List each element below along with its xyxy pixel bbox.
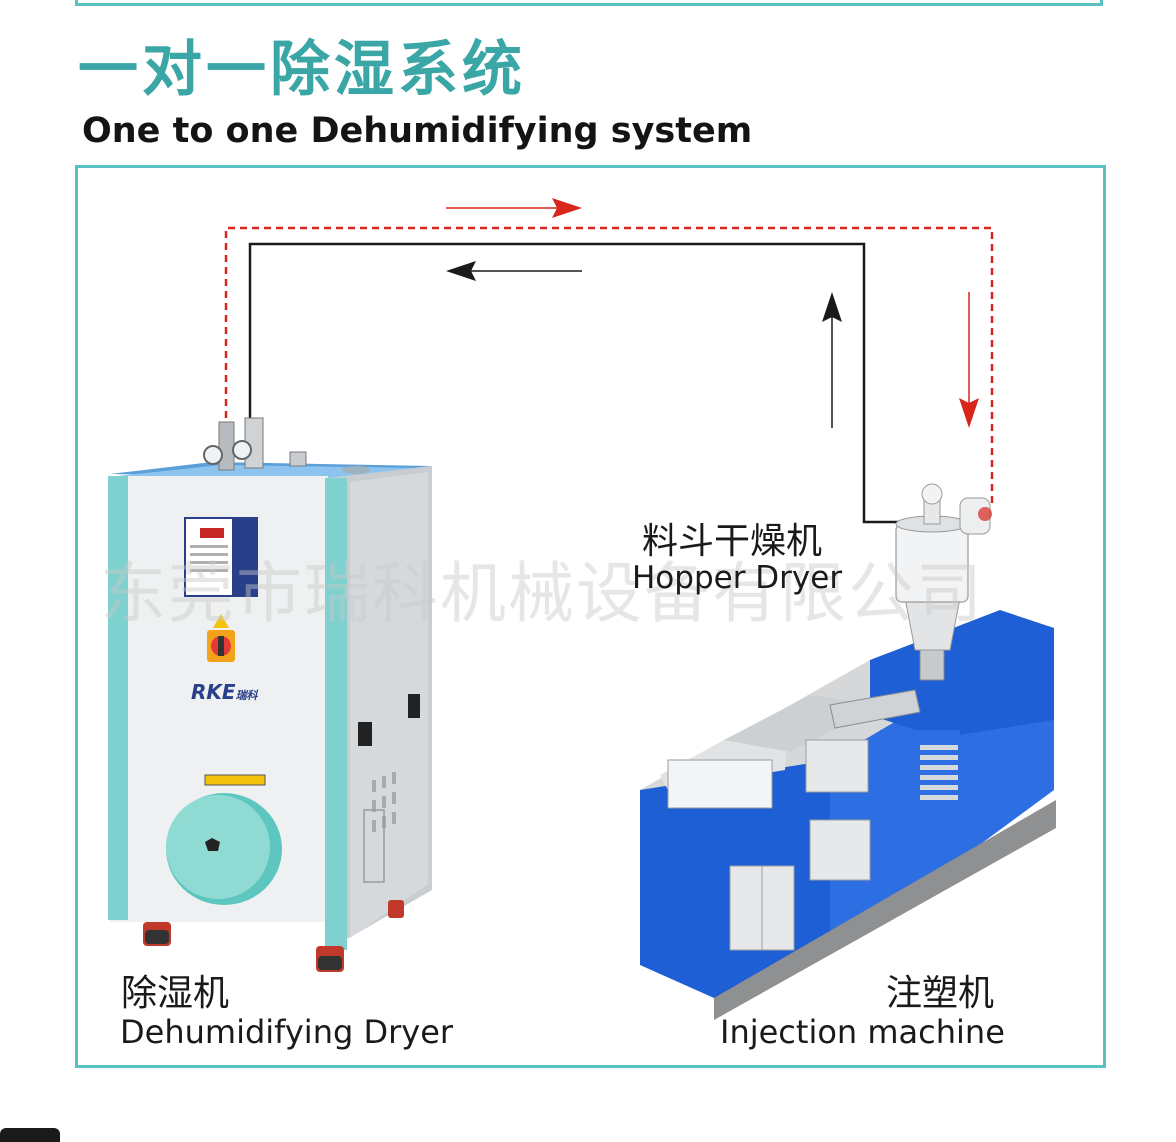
injection-machine-label-cn: 注塑机	[886, 973, 995, 1014]
injection-machine-illustration	[640, 483, 1056, 1020]
dehumidifying-dryer-label-cn: 除湿机	[121, 973, 230, 1014]
supply-arrow-down	[959, 292, 979, 428]
injection-machine-label-en: Injection machine	[720, 1013, 1005, 1051]
page-title-en: One to one Dehumidifying system	[82, 111, 753, 151]
diagram-frame	[75, 165, 1106, 1068]
hopper-dryer-label-cn: 料斗干燥机	[642, 521, 823, 562]
page-number-fragment	[0, 1128, 60, 1142]
watermark-company-name: 东莞市瑞科机械设备有限公司	[100, 555, 984, 632]
brand-logo-text: RKE	[191, 680, 236, 704]
top-frame	[75, 0, 1103, 6]
brand-logo: RKE瑞科	[191, 680, 258, 704]
return-arrow-left	[446, 261, 582, 281]
dehumidifying-dryer-illustration	[108, 417, 432, 972]
page-title-cn: 一对一除湿系统	[78, 35, 526, 105]
dehumidifying-dryer-label-en: Dehumidifying Dryer	[120, 1013, 454, 1051]
return-arrow-up	[822, 292, 842, 428]
brand-logo-cn: 瑞科	[235, 689, 258, 702]
supply-arrow-right	[446, 198, 582, 218]
return-line	[248, 242, 905, 524]
hopper-dryer-label-en: Hopper Dryer	[632, 560, 843, 596]
